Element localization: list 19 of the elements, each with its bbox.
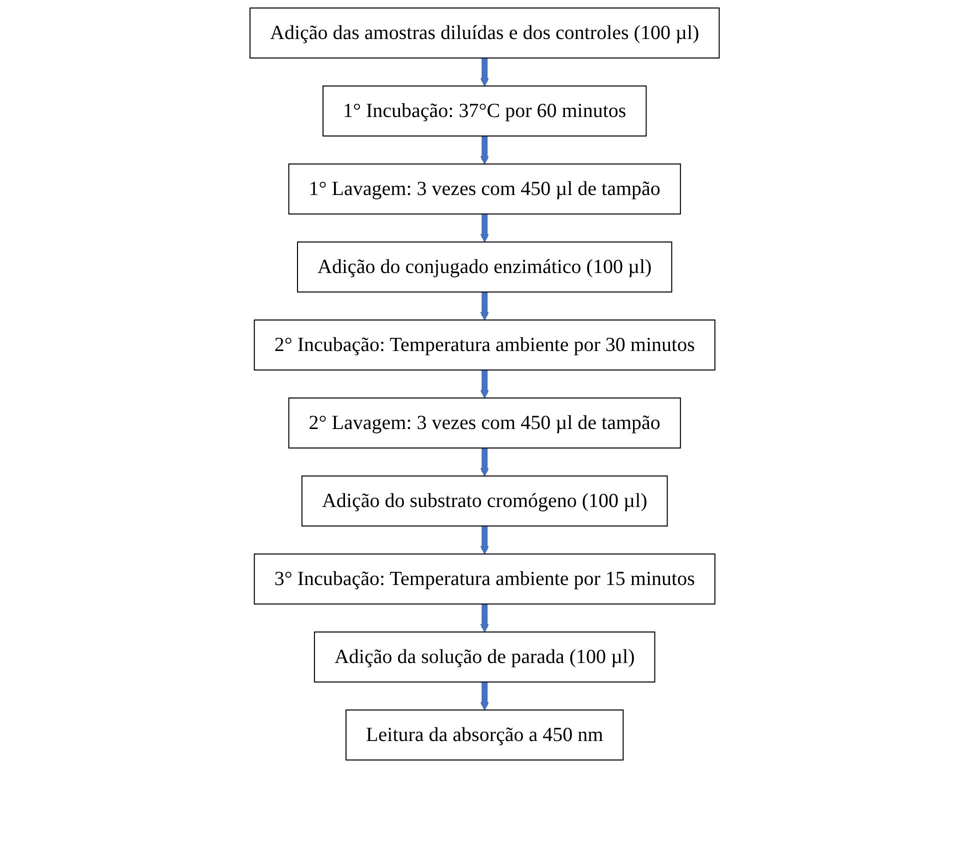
arrow <box>480 135 489 164</box>
node-box: 1° Lavagem: 3 vezes com 450 µl de tampão <box>288 164 681 214</box>
node-box: 2° Lavagem: 3 vezes com 450 µl de tampão <box>288 398 681 448</box>
arrow <box>480 369 489 398</box>
node-box: Leitura da absorção a 450 nm <box>345 710 624 760</box>
arrow <box>480 213 489 242</box>
arrow <box>480 291 489 320</box>
node-box: Adição do conjugado enzimático (100 µl) <box>296 242 672 292</box>
arrow <box>480 525 489 554</box>
node-box: 3° Incubação: Temperatura ambiente por 15 minutos <box>254 554 716 604</box>
node-box: Adição da solução de parada (100 µl) <box>314 632 656 682</box>
node-box: 1° Incubação: 37°C por 60 minutos <box>322 86 647 136</box>
arrow <box>480 603 489 632</box>
arrow <box>480 447 489 476</box>
arrow <box>480 57 489 86</box>
node-box: Adição do substrato cromógeno (100 µl) <box>301 476 668 526</box>
arrow <box>480 681 489 710</box>
node-box: Adição das amostras diluídas e dos controles (100 µl) <box>249 8 720 58</box>
node-box: 2° Incubação: Temperatura ambiente por 30 minutos <box>254 320 716 370</box>
